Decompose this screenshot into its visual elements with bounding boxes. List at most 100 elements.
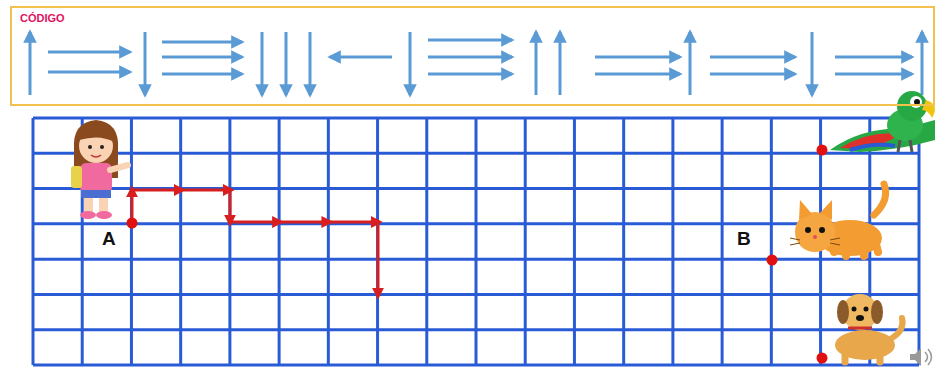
girl-figure-part [96, 211, 112, 219]
code-arrows-part [330, 56, 392, 59]
code-arrows-part [595, 73, 680, 76]
dog-figure-part [848, 327, 872, 330]
grid-part [33, 293, 919, 296]
grid-part [524, 118, 527, 365]
code-arrows-part [835, 73, 912, 76]
parrot-figure [830, 91, 935, 152]
parrot-figure-part [850, 145, 895, 150]
girl-figure-part [79, 126, 114, 142]
girl-route-part [225, 189, 230, 192]
cat-figure-part [805, 227, 811, 233]
grid-part [770, 118, 773, 365]
code-arrows-part [409, 32, 412, 95]
grid-part [33, 117, 919, 120]
position-dots-part [817, 353, 828, 364]
grid-part [179, 118, 182, 365]
speaker-icon [910, 348, 932, 366]
point-label: B [737, 229, 751, 250]
code-arrows-part [162, 41, 242, 44]
dog-figure-part [845, 355, 880, 362]
parrot-figure-part [910, 96, 922, 108]
cat-figure-part [819, 227, 825, 233]
grid-part [573, 118, 576, 365]
grid-part [327, 118, 330, 365]
speaker-icon-part [910, 348, 921, 366]
girl-route-part [131, 190, 134, 192]
code-arrows-part [921, 32, 924, 95]
code-arrows-part [285, 32, 288, 95]
grid-part [33, 152, 919, 155]
girl-route-part [371, 221, 378, 224]
cat-figure-part [790, 238, 840, 245]
dog-figure-part [852, 307, 857, 312]
girl-route-part [176, 189, 181, 192]
grid-part [721, 118, 724, 365]
grid-part [32, 118, 35, 365]
dog-figure-part [864, 307, 869, 312]
dog-figure [835, 294, 903, 362]
dog-figure-part [892, 318, 903, 338]
girl-figure-part [88, 145, 92, 149]
cat-figure-part [874, 184, 886, 215]
grid-part [475, 118, 478, 365]
girl-figure-part [110, 165, 128, 170]
code-box: CÓDIGO [10, 6, 935, 106]
code-arrows-part [595, 56, 680, 59]
girl-figure-part [81, 190, 111, 198]
code-arrows-part [48, 71, 130, 74]
point-label: A [102, 229, 116, 250]
code-arrows-part [710, 73, 795, 76]
girl-route-part [132, 190, 378, 295]
grid-part [671, 118, 674, 365]
dog-figure-part [837, 300, 849, 324]
dog-figure-part [856, 315, 864, 321]
code-arrows-part [162, 56, 242, 59]
girl-figure-part [80, 211, 96, 219]
code-arrows-part [811, 32, 814, 95]
girl-figure-part [100, 145, 104, 149]
code-arrows-part [309, 32, 312, 95]
code-arrows-part [428, 73, 512, 76]
grid-part [33, 328, 919, 331]
girl-route [132, 190, 378, 295]
position-dots-part [767, 255, 778, 266]
dog-figure-part [871, 300, 883, 324]
cat-figure-part [799, 200, 832, 220]
position-dots-part [817, 145, 828, 156]
code-arrows-part [144, 32, 147, 95]
position-dots-part [127, 218, 138, 229]
code-arrows [30, 32, 922, 95]
code-arrows-part [428, 39, 512, 42]
girl-route-part [377, 291, 380, 295]
grid-part [622, 118, 625, 365]
parrot-figure-part [898, 140, 912, 152]
girl-figure-part [91, 155, 101, 157]
speaker-icon-part [925, 349, 932, 365]
code-arrows-part [162, 73, 242, 76]
girl-route-part [229, 220, 232, 222]
code-arrows-part [559, 32, 562, 95]
girl-figure [71, 120, 128, 219]
grid-part [228, 118, 231, 365]
grid-part [278, 118, 281, 365]
code-arrows-part [689, 32, 692, 95]
code-arrows-part [261, 32, 264, 95]
code-arrows-part [710, 56, 795, 59]
parrot-figure-part [922, 100, 935, 118]
grid-part [130, 118, 133, 365]
code-arrows-part [428, 56, 512, 59]
position-dots [127, 145, 828, 364]
code-arrows-part [29, 32, 32, 95]
grid-part [33, 222, 919, 225]
parrot-figure-part [897, 91, 927, 121]
grid-part [425, 118, 428, 365]
grid [33, 118, 919, 365]
grid-part [33, 364, 919, 367]
grid-part [33, 258, 919, 261]
girl-figure-part [80, 163, 112, 193]
code-arrows-part [835, 56, 912, 59]
girl-route-part [272, 221, 279, 224]
box-heading: CÓDIGO [20, 12, 925, 24]
